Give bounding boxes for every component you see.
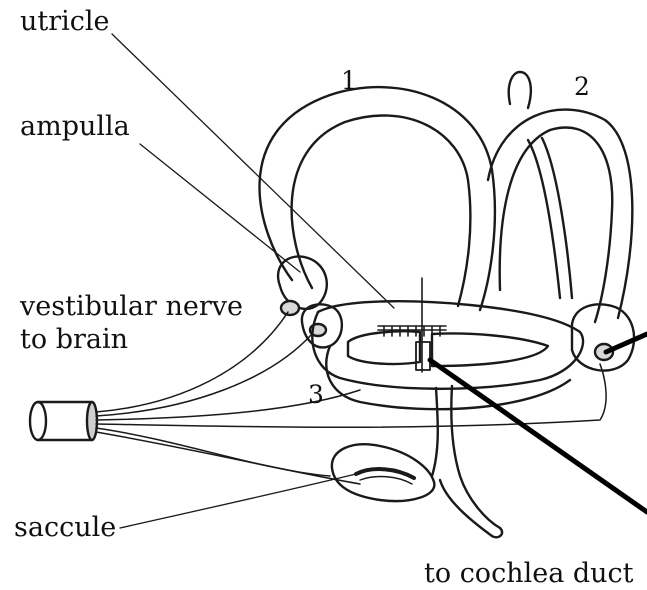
saccule-leader [120,474,356,528]
pointer-line-utricle [430,360,647,512]
semicircular-canal-1 [260,87,495,310]
ampulla-right [572,304,634,370]
canal-number-3: 3 [308,382,324,407]
section-window [416,342,430,370]
canal-number-2: 2 [574,74,590,99]
semicircular-canal-2 [488,72,632,322]
saccule-body [332,444,435,501]
utricle-label: utricle [20,8,110,35]
canal-number-1: 1 [341,68,357,93]
vestibular-nerve-stump [30,402,97,440]
saccule-label: saccule [14,514,116,541]
vestibular-nerve-label-line2: to brain [20,326,128,353]
pointer-line-ampulla [606,334,647,352]
vestibular-nerve-label-line1: vestibular nerve [20,293,243,320]
cochlea-duct-label: to cochlea duct [424,560,634,587]
ampulla-leader [140,144,300,272]
ampulla-label: ampulla [20,113,130,140]
